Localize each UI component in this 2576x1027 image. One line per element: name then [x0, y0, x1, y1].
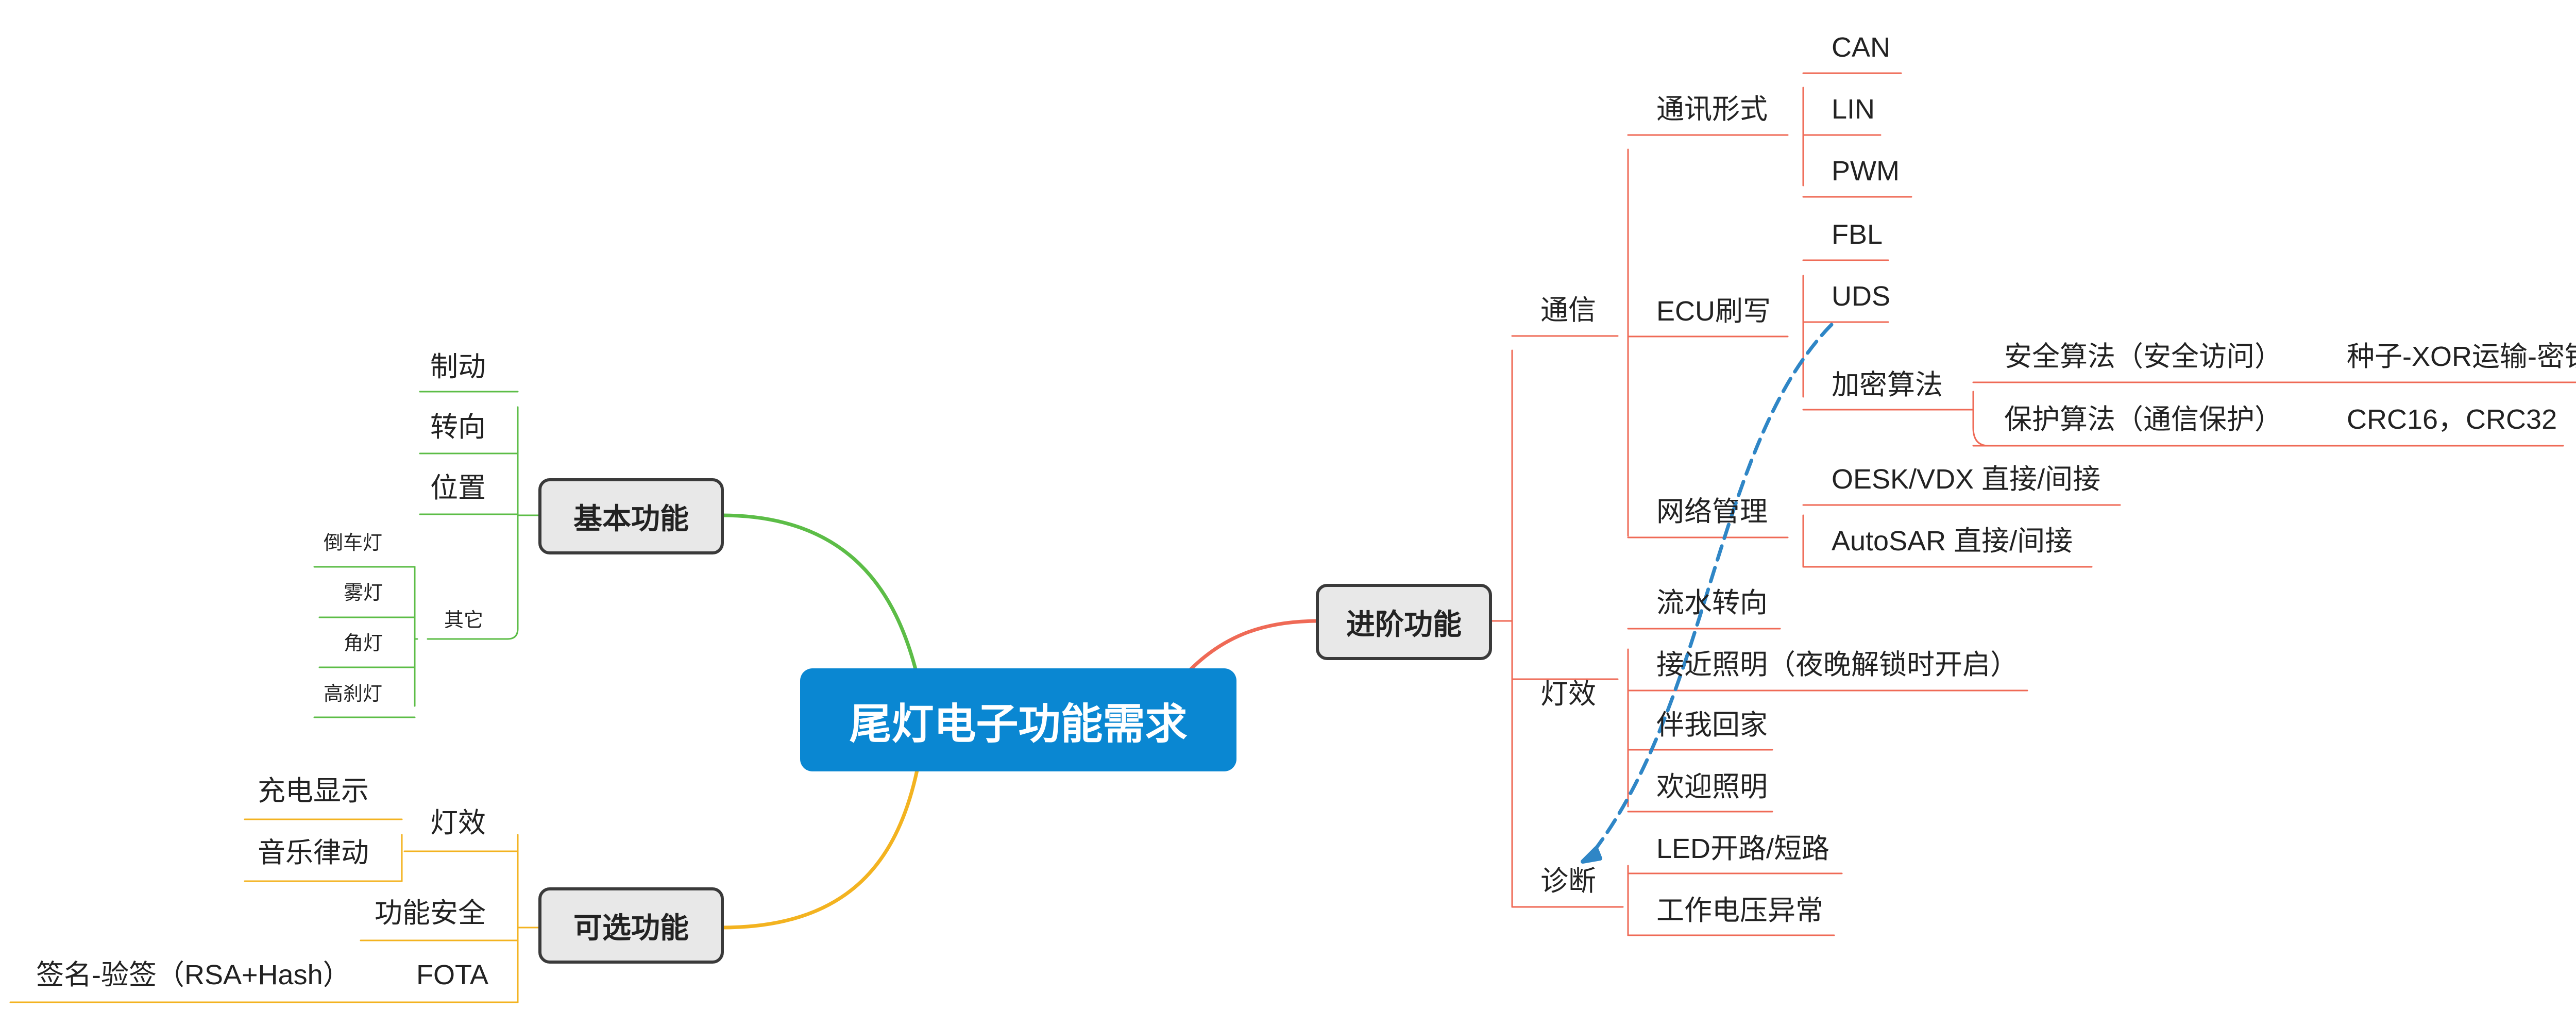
network-item-oesk[interactable]: OESK/VDX 直接/间接: [1832, 464, 2101, 495]
form-item-can[interactable]: CAN: [1832, 32, 1891, 63]
root-node[interactable]: 尾灯电子功能需求: [800, 668, 1236, 771]
comm-item-network-management[interactable]: 网络管理: [1656, 496, 1768, 527]
form-item-pwm[interactable]: PWM: [1832, 156, 1900, 187]
basic-functions-node[interactable]: 基本功能: [538, 478, 724, 554]
optional-item-functional-safety[interactable]: 功能安全: [375, 898, 486, 929]
diag-item-voltage-abnormal[interactable]: 工作电压异常: [1656, 895, 1823, 926]
protection-detail[interactable]: CRC16，CRC32: [2347, 404, 2557, 435]
effects-item-approach-lighting[interactable]: 接近照明（夜晚解锁时开启）: [1656, 649, 2018, 680]
basic-item-brake[interactable]: 制动: [430, 351, 486, 382]
crypto-item-protection-algorithm[interactable]: 保护算法（通信保护）: [2004, 404, 2282, 435]
advanced-item-lighting-effects[interactable]: 灯效: [1540, 679, 1596, 710]
other-item-reverse-lamp[interactable]: 倒车灯: [324, 532, 383, 554]
crypto-item-security-algorithm[interactable]: 安全算法（安全访问）: [2004, 341, 2282, 372]
ecu-item-fbl[interactable]: FBL: [1832, 219, 1883, 250]
lighting-item-music-rhythm[interactable]: 音乐律动: [258, 837, 369, 868]
link-root-advanced: [1188, 619, 1321, 672]
ecu-item-uds[interactable]: UDS: [1832, 281, 1891, 312]
effects-item-flowing-turn[interactable]: 流水转向: [1656, 587, 1768, 618]
other-item-fog-lamp[interactable]: 雾灯: [344, 582, 383, 604]
form-item-lin[interactable]: LIN: [1832, 94, 1875, 125]
fota-item-signature[interactable]: 签名-验签（RSA+Hash）: [36, 959, 351, 990]
optional-item-fota[interactable]: FOTA: [416, 959, 488, 990]
link-uds-diagnosis: [1592, 323, 1834, 852]
basic-item-turn[interactable]: 转向: [430, 412, 486, 443]
link-root-basic: [719, 513, 919, 677]
network-item-autosar[interactable]: AutoSAR 直接/间接: [1832, 526, 2073, 557]
advanced-functions-node[interactable]: 进阶功能: [1316, 584, 1492, 660]
optional-item-lighting[interactable]: 灯效: [430, 807, 486, 838]
security-detail[interactable]: 种子-XOR运输-密钥: [2347, 341, 2576, 372]
other-item-high-brake-lamp[interactable]: 高刹灯: [324, 683, 383, 705]
lighting-item-charge-display[interactable]: 充电显示: [258, 776, 369, 806]
diag-item-led-open-short[interactable]: LED开路/短路: [1656, 833, 1830, 864]
effects-item-follow-me-home[interactable]: 伴我回家: [1656, 710, 1768, 740]
advanced-item-diagnosis[interactable]: 诊断: [1540, 866, 1596, 897]
effects-item-welcome-lighting[interactable]: 欢迎照明: [1656, 771, 1768, 802]
advanced-item-communication[interactable]: 通信: [1540, 295, 1596, 326]
other-item-corner-lamp[interactable]: 角灯: [344, 633, 383, 654]
link-root-optional: [719, 768, 919, 930]
basic-item-position[interactable]: 位置: [430, 473, 486, 503]
optional-functions-node[interactable]: 可选功能: [538, 887, 724, 964]
ecu-item-encryption[interactable]: 加密算法: [1832, 369, 1943, 400]
basic-item-other[interactable]: 其它: [444, 610, 484, 631]
comm-item-form[interactable]: 通讯形式: [1656, 94, 1768, 125]
comm-item-ecu-flash[interactable]: ECU刷写: [1656, 296, 1771, 327]
arrow-head: [1581, 846, 1602, 864]
